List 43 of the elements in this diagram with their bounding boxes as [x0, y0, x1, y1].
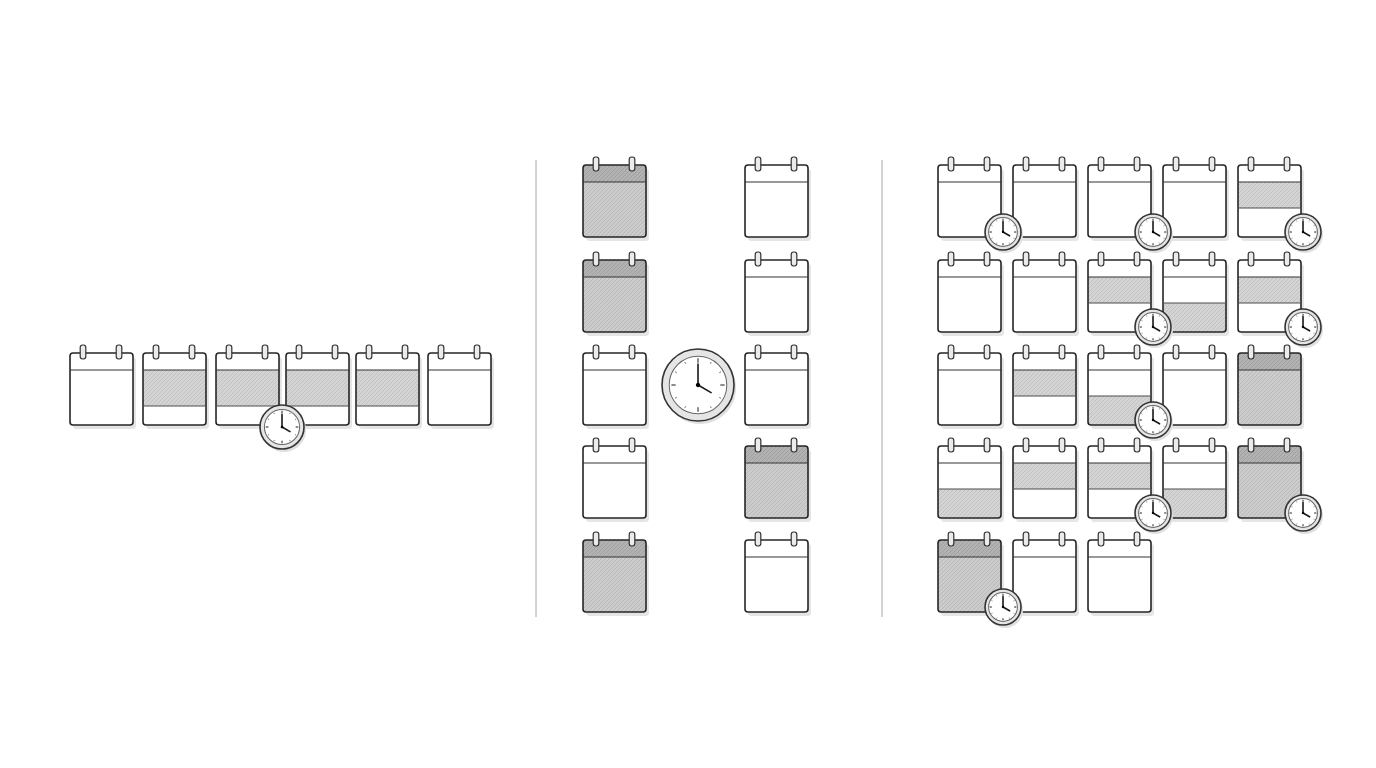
clock-icon: [1134, 213, 1173, 253]
clock-icon: [1284, 494, 1323, 534]
calendar-icon: [582, 251, 649, 336]
calendar-icon: [142, 344, 209, 429]
clock-icon: [1134, 401, 1173, 441]
calendar-icon: [1237, 344, 1304, 429]
clock-icon: [1134, 494, 1173, 534]
calendar-icon: [937, 251, 1004, 336]
calendar-icon: [1162, 156, 1229, 241]
clock-icon: [984, 588, 1023, 628]
calendar-icon: [744, 251, 811, 336]
calendar-icon: [285, 344, 352, 429]
calendar-icon: [744, 156, 811, 241]
calendar-icon: [355, 344, 422, 429]
calendar-icon: [744, 531, 811, 616]
clock-icon: [984, 213, 1023, 253]
calendar-icon: [69, 344, 136, 429]
calendar-icon: [582, 437, 649, 522]
calendar-icon: [1162, 437, 1229, 522]
clock-icon: [1284, 213, 1323, 253]
clock-icon: [661, 348, 736, 424]
calendar-icon: [582, 156, 649, 241]
calendar-icon: [1087, 531, 1154, 616]
calendar-icon: [215, 344, 282, 429]
calendar-icon: [582, 344, 649, 429]
calendar-icon: [744, 437, 811, 522]
calendar-icon: [937, 156, 1004, 241]
calendar-icon: [1012, 344, 1079, 429]
calendar-icon: [582, 531, 649, 616]
calendar-icon: [1012, 156, 1079, 241]
calendar-icon: [1012, 531, 1079, 616]
clock-icon: [259, 404, 306, 452]
calendar-icon: [1162, 251, 1229, 336]
calendar-icon: [744, 344, 811, 429]
calendar-icon: [1162, 344, 1229, 429]
calendar-icon: [937, 344, 1004, 429]
clock-icon: [1284, 308, 1323, 348]
clock-icon: [1134, 308, 1173, 348]
calendar-icon: [1012, 437, 1079, 522]
calendar-icon: [1012, 251, 1079, 336]
calendar-icon: [427, 344, 494, 429]
calendar-icon: [1087, 156, 1154, 241]
calendar-icon: [937, 437, 1004, 522]
